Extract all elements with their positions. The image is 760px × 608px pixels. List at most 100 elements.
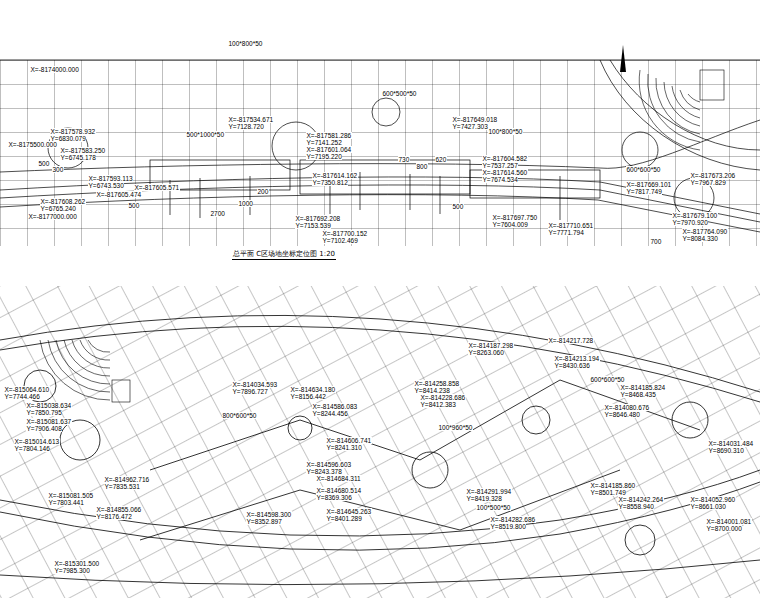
coordinate-label: 700: [650, 238, 662, 245]
coordinate-label: X=-814080.676: [604, 404, 650, 411]
coordinate-label: 500: [452, 203, 464, 210]
coordinate-label: X=-814034.593: [232, 381, 278, 388]
coordinate-label: X=-817605.474: [96, 191, 142, 198]
coordinate-label: Y=7906.408: [26, 425, 62, 432]
coordinate-label: X=-817692.208: [295, 215, 341, 222]
coordinate-label: X=-817697.750: [492, 214, 538, 221]
coordinate-label: Y=7102.469: [322, 237, 358, 244]
coordinate-label: X=-817605.571: [134, 184, 180, 191]
coordinate-label: X=-814282.686: [490, 516, 536, 523]
coordinate-label: 500*1000*50: [186, 131, 225, 138]
coordinate-label: Y=7850.795: [26, 409, 62, 416]
coordinate-label: Y=8176.472: [96, 513, 132, 520]
coordinate-label: X=-814598.300: [246, 511, 292, 518]
coordinate-label: X=-817649.018: [452, 116, 498, 123]
coordinate-label: 2700: [210, 210, 225, 217]
coordinate-label: 300: [52, 166, 64, 173]
coordinate-label: Y=6743.530: [88, 182, 124, 189]
coordinate-label: Y=8352.897: [246, 518, 282, 525]
coordinate-label: X=-814596.603: [306, 461, 352, 468]
coordinate-label: X=-814291.994: [466, 488, 512, 495]
coordinate-label: 100*500*50: [476, 504, 511, 511]
coordinate-label: X=-817578.932: [50, 128, 96, 135]
coordinate-label: 100*800*50: [228, 40, 263, 47]
coordinate-label: Y=6745.178: [60, 154, 96, 161]
coordinate-label: X=-814606.741: [326, 437, 372, 444]
coordinate-label: X=-815301.500: [54, 560, 100, 567]
coordinate-label: X=-814185.824: [620, 384, 666, 391]
coordinate-label: Y=8414.238: [414, 387, 450, 394]
coordinate-label: Y=7744.466: [4, 393, 40, 400]
coordinate-label: Y=8468.435: [620, 391, 656, 398]
coordinate-label: Y=8700.000: [706, 525, 742, 532]
coordinate-label: X=-814228.686: [420, 394, 466, 401]
coordinate-label: X=-817614.162: [312, 172, 358, 179]
coordinate-label: 200: [257, 188, 269, 195]
coordinate-label: Y=8084.330: [682, 235, 718, 242]
coordinate-label: Y=7970.920: [672, 219, 708, 226]
coordinate-label: Y=6765.240: [40, 205, 76, 212]
coordinate-label: Y=8690.310: [708, 447, 744, 454]
coordinate-label: Y=8419.328: [466, 495, 502, 502]
coordinate-label: X=-814242.264: [618, 496, 664, 503]
coordinate-label: Y=8501.749: [590, 489, 626, 496]
coordinate-label: X=-817601.064: [306, 146, 352, 153]
coordinate-label: X=-817593.113: [88, 175, 133, 182]
coordinate-label: Y=7817.749: [626, 188, 662, 195]
coordinate-label: X=-814185.860: [590, 482, 636, 489]
coordinate-label: X=-815081.505: [48, 492, 94, 499]
coordinate-label: Y=7771.794: [548, 229, 584, 236]
coordinate-label: X=-814680.514: [316, 487, 362, 494]
coordinate-label: Y=8430.636: [554, 362, 590, 369]
coordinate-label: 600*600*50: [626, 166, 661, 173]
coordinate-label: Y=7674.534: [482, 176, 518, 183]
coordinate-label: Y=8244.456: [312, 410, 348, 417]
coordinate-label: X=-814001.081: [706, 518, 752, 525]
coordinate-label: X=-815064.610: [4, 386, 50, 393]
coordinate-label: 620: [435, 156, 447, 163]
coordinate-label: X=-817700.152: [322, 230, 368, 237]
coordinate-label: X=-8174000.000: [30, 66, 79, 73]
coordinate-label: X=-814217.728: [548, 337, 594, 344]
coordinate-label: Y=8661.030: [690, 503, 726, 510]
coordinate-label: Y=8519.800: [490, 523, 526, 530]
coordinate-label: Y=8646.480: [604, 411, 640, 418]
coordinate-label: X=-814855.066: [96, 506, 142, 513]
coordinate-label: Y=7537.257: [482, 162, 518, 169]
coordinate-label: X=-815038.634: [26, 402, 72, 409]
coordinate-label: X=-8175500.000: [8, 141, 57, 148]
coordinate-label: X=-814258.858: [414, 380, 460, 387]
coordinate-label: Y=7604.009: [492, 221, 528, 228]
coordinate-label: Y=7835.531: [104, 483, 140, 490]
coordinate-label: Y=7896.727: [232, 388, 268, 395]
coordinate-label: Y=8412.383: [420, 401, 456, 408]
coordinate-label: X=-817604.582: [482, 155, 528, 162]
coordinate-label: Y=7985.300: [54, 567, 90, 574]
coordinate-label: X=-814684.311: [316, 475, 361, 482]
coordinate-label: Y=7153.539: [295, 222, 331, 229]
coordinate-label: X=-817669.101: [626, 181, 672, 188]
coordinate-label: X=-814213.194: [554, 355, 600, 362]
coordinate-label: 500: [38, 160, 50, 167]
coordinate-label: X=-815081.637: [26, 418, 72, 425]
coordinate-label: X=-817710.651: [548, 222, 594, 229]
coordinate-label: Y=8241.310: [326, 444, 362, 451]
coordinate-label: Y=8401.289: [326, 515, 362, 522]
coordinate-label: X=-814586.083: [312, 403, 358, 410]
coordinate-label: X=-817679.100: [672, 212, 718, 219]
coordinate-label: 100*960*50: [438, 424, 473, 431]
coordinate-label: 800: [416, 163, 428, 170]
coordinate-label: 730: [398, 156, 410, 163]
coordinate-label: X=-814634.180: [290, 386, 336, 393]
coordinate-label: X=-814962.716: [104, 476, 150, 483]
coordinate-label: Y=7427.303: [452, 123, 488, 130]
coordinate-label: 800*600*50: [222, 412, 257, 419]
coordinate-label: X=-817608.262: [40, 198, 86, 205]
coordinate-label: Y=7804.146: [14, 445, 50, 452]
coordinate-label: 1000: [238, 200, 253, 207]
coordinate-label: Y=7128.720: [228, 123, 264, 130]
coordinate-label: X=-814052.960: [690, 496, 736, 503]
coordinate-label: Y=7967.829: [690, 179, 726, 186]
coordinate-label: 100*800*50: [488, 128, 523, 135]
coordinate-label: X=-814645.263: [326, 508, 372, 515]
